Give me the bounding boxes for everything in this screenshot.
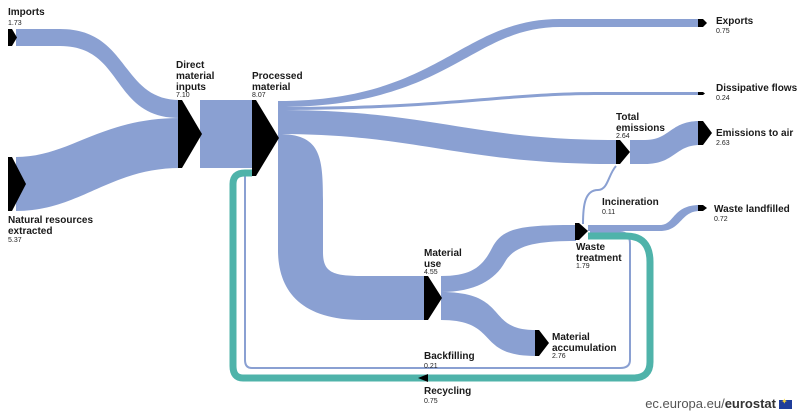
flow-processed-to-emissions: [278, 110, 616, 164]
material-use-value: 4.55: [424, 269, 438, 276]
node-recycling-marker: [418, 374, 428, 382]
material-accumulation-value: 2.76: [552, 353, 566, 360]
flow-emissions-to-air: [630, 121, 700, 164]
eu-flag-icon: [779, 397, 792, 409]
recycling-value: 0.75: [424, 398, 438, 405]
flow-processed-to-dissipative: [278, 92, 698, 110]
exports-value: 0.75: [716, 28, 730, 35]
material-accumulation-label: Material accumulation: [552, 332, 617, 354]
exports-label: Exports: [716, 16, 754, 27]
node-dissipative-marker: [698, 92, 705, 95]
node-total-emissions-marker: [616, 140, 630, 164]
dissipative-label: Dissipative flows: [716, 83, 798, 94]
waste-treatment-label: Waste treatment: [576, 242, 622, 264]
footer-brand: eurostat: [724, 396, 776, 411]
node-processed-marker: [252, 100, 279, 176]
node-dmi-marker: [178, 100, 202, 168]
flow-recycling-loop: [229, 169, 654, 382]
flow-natural-to-dmi: [16, 118, 180, 211]
natural-resources-label: Natural resources extracted: [8, 215, 94, 237]
node-waste-treatment-marker: [575, 223, 588, 240]
imports-value: 1.73: [8, 20, 22, 27]
emissions-air-value: 2.63: [716, 140, 730, 147]
imports-label: Imports: [8, 7, 45, 18]
waste-landfilled-label: Waste landfilled: [714, 204, 790, 215]
source-footer: ec.europa.eu/eurostat: [645, 396, 792, 411]
flow-processed-to-material-use: [278, 134, 424, 320]
node-material-use-marker: [424, 276, 442, 320]
node-waste-landfilled-marker: [698, 205, 707, 211]
flow-material-use-to-waste: [441, 225, 576, 292]
natural-resources-value: 5.37: [8, 237, 22, 244]
dmi-label: Direct material inputs: [176, 60, 215, 93]
dissipative-value: 0.24: [716, 95, 730, 102]
processed-value: 8.07: [252, 92, 266, 99]
processed-label: Processed material: [252, 71, 303, 93]
recycling-label: Recycling: [424, 386, 472, 397]
flow-material-use-to-accumulation: [441, 292, 535, 356]
total-emissions-value: 2.64: [616, 133, 630, 140]
incineration-label: Incineration: [602, 197, 659, 208]
flow-waste-to-landfilled: [588, 205, 700, 231]
node-accumulation-marker: [535, 330, 549, 356]
emissions-air-label: Emissions to air: [716, 128, 794, 139]
flow-waste-to-incineration: [582, 165, 617, 225]
waste-treatment-value: 1.79: [576, 263, 590, 270]
total-emissions-label: Total emissions: [616, 112, 665, 134]
flow-imports-to-dmi: [16, 29, 180, 118]
flow-processed-to-exports: [278, 19, 698, 107]
waste-landfilled-value: 0.72: [714, 216, 728, 223]
node-natural-marker: [8, 157, 26, 211]
node-exports-marker: [698, 19, 707, 27]
incineration-value: 0.11: [602, 209, 616, 216]
material-use-label: Material use: [424, 248, 462, 270]
backfilling-value: 0.21: [424, 363, 438, 370]
node-emissions-air-marker: [698, 121, 712, 145]
footer-site: ec.europa.eu/: [645, 396, 725, 411]
flow-dmi-to-processed: [200, 100, 252, 168]
dmi-value: 7.10: [176, 92, 190, 99]
node-imports-marker: [8, 29, 17, 46]
backfilling-label: Backfilling: [424, 351, 475, 362]
